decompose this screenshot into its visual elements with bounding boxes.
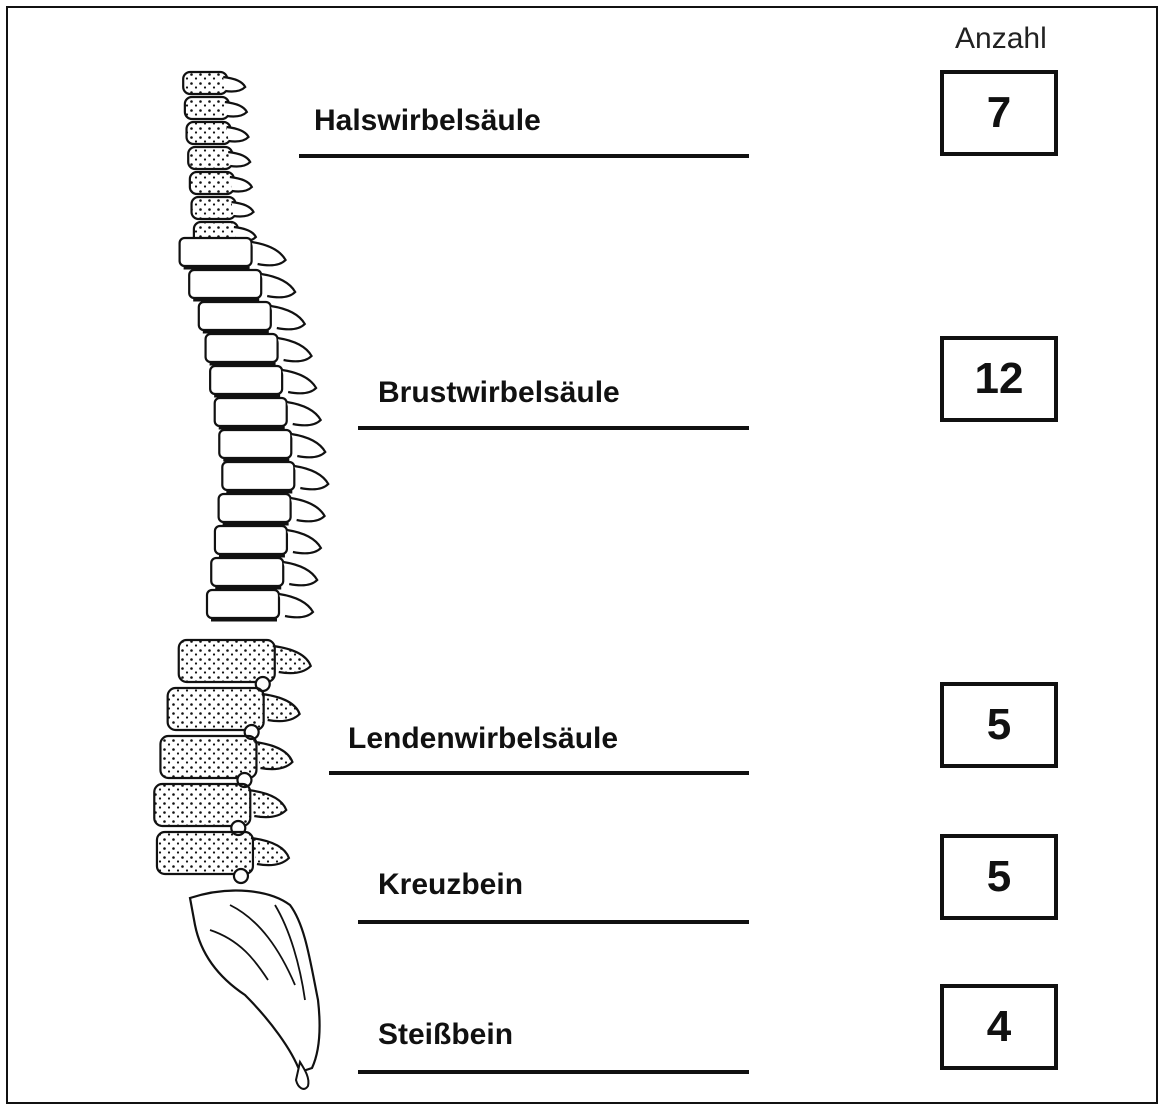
region-label: Halswirbelsäule xyxy=(314,104,541,138)
thoracic-vertebra xyxy=(206,334,278,362)
thoracic-vertebra xyxy=(215,526,287,554)
thoracic-vertebra xyxy=(219,494,291,522)
thoracic-vertebra xyxy=(219,430,291,458)
spinous-process xyxy=(252,242,286,265)
spinous-process xyxy=(291,498,325,521)
thoracic-vertebra xyxy=(199,302,271,330)
cervical-vertebra xyxy=(183,72,227,94)
lumbar-vertebra xyxy=(168,688,264,730)
lumbar-vertebra xyxy=(157,832,253,874)
spinous-process xyxy=(232,202,254,217)
count-box: 7 xyxy=(940,70,1058,156)
count-box: 5 xyxy=(940,682,1058,768)
spinous-process xyxy=(225,102,247,117)
spinous-process xyxy=(261,274,295,297)
spinous-process xyxy=(230,177,252,192)
spinous-process xyxy=(271,306,305,329)
spinous-process xyxy=(283,562,317,585)
spinous-process xyxy=(282,370,316,393)
region-label: Brustwirbelsäule xyxy=(378,376,620,410)
lumbar-vertebra xyxy=(179,640,275,682)
thoracic-vertebra xyxy=(215,398,287,426)
spinous-process xyxy=(291,434,325,457)
cervical-vertebra xyxy=(187,122,231,144)
spinous-process xyxy=(248,790,286,817)
cervical-vertebra xyxy=(190,172,234,194)
label-underline xyxy=(358,920,749,924)
lumbar-vertebra xyxy=(154,784,250,826)
count-box: 12 xyxy=(940,336,1058,422)
thoracic-vertebra xyxy=(189,270,261,298)
spinous-process xyxy=(278,338,312,361)
spinous-process xyxy=(262,694,300,721)
spinous-process xyxy=(273,646,311,673)
cervical-vertebra xyxy=(192,197,236,219)
spinous-process xyxy=(279,594,313,617)
thoracic-vertebra xyxy=(207,590,279,618)
cervical-vertebra xyxy=(188,147,232,169)
region-label: Steißbein xyxy=(378,1018,513,1052)
spinous-process xyxy=(228,152,250,167)
label-underline xyxy=(329,771,749,775)
label-underline xyxy=(358,426,749,430)
spinous-process xyxy=(254,742,292,769)
spinous-process xyxy=(294,466,328,489)
region-label: Kreuzbein xyxy=(378,868,523,902)
count-box: 4 xyxy=(940,984,1058,1070)
facet-joint xyxy=(234,869,248,883)
thoracic-vertebra xyxy=(222,462,294,490)
lumbar-vertebra xyxy=(160,736,256,778)
thoracic-vertebra xyxy=(210,366,282,394)
count-box: 5 xyxy=(940,834,1058,920)
count-column-heading: Anzahl xyxy=(955,22,1047,56)
label-underline xyxy=(358,1070,749,1074)
sacrum-shape xyxy=(190,891,320,1072)
spinous-process xyxy=(287,402,321,425)
thoracic-vertebra xyxy=(211,558,283,586)
spinous-process xyxy=(227,127,249,142)
label-underline xyxy=(299,154,749,158)
spinous-process xyxy=(251,838,289,865)
thoracic-vertebra xyxy=(180,238,252,266)
spinous-process xyxy=(287,530,321,553)
region-label: Lendenwirbelsäule xyxy=(348,722,618,756)
cervical-vertebra xyxy=(185,97,229,119)
spinous-process xyxy=(223,77,245,92)
